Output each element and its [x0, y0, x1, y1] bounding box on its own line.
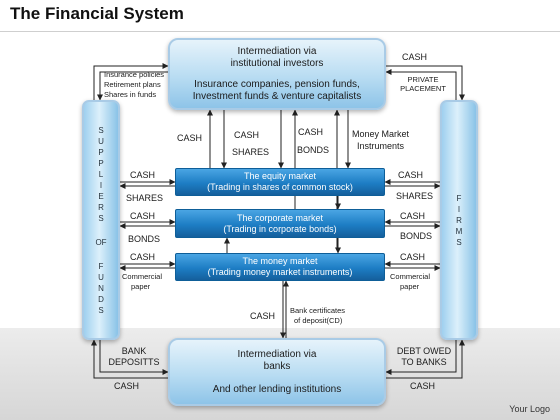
equity-market-detail: (Trading in shares of common stock)	[207, 182, 353, 192]
suppliers-column-letter: U	[98, 136, 104, 146]
bank-deposits-line-1: BANK	[121, 346, 147, 356]
money-market-instruments-label-2: Instruments	[357, 141, 405, 151]
brand-logo-text: Your Logo	[509, 404, 550, 414]
center-shares-label: SHARES	[232, 147, 270, 157]
right-bonds-label-2: BONDS	[400, 231, 433, 241]
debt-owed-line-1: DEBT OWED	[396, 346, 452, 356]
suppliers-column-letter: L	[98, 169, 104, 179]
equity-market-name: The equity market	[243, 171, 317, 181]
bank-certificates-label-2: of deposit(CD)	[294, 316, 343, 325]
arrow-institutions-to-suppliers	[97, 71, 168, 101]
center-cash-label-3: CASH	[298, 127, 324, 137]
left-cash-label-3: CASH	[130, 252, 156, 262]
center-cash-label-2: CASH	[234, 130, 260, 140]
institutional-investors-box: Intermediation via institutional investo…	[168, 38, 386, 110]
arrow-suppliers-deposits-to-banks	[99, 340, 169, 375]
arrow-institutions-cash-to-firms	[386, 65, 465, 101]
institutional-detail-1: Insurance companies, pension funds,	[194, 78, 360, 90]
firms-column-letter: I	[457, 204, 461, 214]
money-market-instruments-label-1: Money Market	[352, 129, 410, 139]
right-cash-label-1: CASH	[398, 170, 424, 180]
banks-title-2: banks	[263, 360, 291, 372]
money-market-bar: The money market (Trading money market i…	[175, 253, 385, 281]
corporate-market-name: The corporate market	[236, 212, 324, 223]
left-shares-label-1: SHARES	[126, 193, 164, 203]
right-cash-label-2: CASH	[400, 211, 426, 221]
firms-column-letter: R	[456, 215, 462, 225]
suppliers-column-letter: OF	[95, 237, 107, 247]
left-cash-label-2: CASH	[130, 211, 156, 221]
banks-detail: And other lending institutions	[212, 383, 342, 395]
debt-owed-label: DEBT OWED TO BANKS	[394, 346, 454, 368]
institutional-title-1: Intermediation via	[237, 45, 317, 57]
firms-column-letter: F	[456, 193, 462, 203]
left-commercial-paper-1: Commercial	[122, 272, 163, 281]
suppliers-column-letter: I	[99, 180, 103, 190]
right-commercial-paper-2: paper	[400, 282, 420, 291]
banks-box: Intermediation via banks And other lendi…	[168, 338, 386, 406]
suppliers-column-letter: S	[98, 305, 104, 315]
suppliers-column-letter: E	[98, 191, 104, 201]
left-commercial-paper-2: paper	[131, 282, 151, 291]
suppliers-column-letter: F	[98, 261, 104, 271]
suppliers-column-letter: P	[98, 158, 104, 168]
suppliers-column-letter: N	[98, 283, 104, 293]
suppliers-column-letter: P	[98, 147, 104, 157]
corporate-market-bar: The corporate market (Trading in corpora…	[175, 209, 385, 238]
left-cash-label-1: CASH	[130, 170, 156, 180]
insurance-policies-label: Insurance policies	[104, 70, 165, 79]
right-cash-label-3: CASH	[400, 252, 426, 262]
banks-title-1: Intermediation via	[237, 348, 317, 360]
shares-in-funds-label: Shares in funds	[104, 90, 157, 99]
private-placement-line-2: PLACEMENT	[400, 84, 446, 93]
suppliers-column-letter: R	[98, 202, 104, 212]
private-placement-label: PRIVATE PLACEMENT	[395, 75, 451, 93]
equity-market-bar: The equity market (Trading in shares of …	[175, 168, 385, 196]
arrow-banks-cash-to-suppliers	[91, 339, 168, 379]
bottom-cash-label: CASH	[250, 311, 276, 321]
arrow-banks-cash-to-firms	[386, 339, 465, 379]
bottom-right-cash-label: CASH	[410, 381, 436, 391]
institutional-title-2: institutional investors	[230, 57, 324, 69]
retirement-plans-label: Retirement plans	[104, 80, 161, 89]
institutional-detail-2: Investment funds & venture capitalists	[192, 90, 362, 102]
arrow-suppliers-to-institutions	[93, 63, 169, 100]
firms-column-letter: S	[456, 237, 462, 247]
bank-deposits-line-2: DEPOSITTS	[108, 357, 160, 367]
money-market-name: The money market	[242, 256, 318, 266]
page-title: The Financial System	[10, 4, 184, 23]
suppliers-column-letter: D	[98, 294, 104, 304]
suppliers-column-letter: S	[98, 125, 104, 135]
bank-deposits-label: BANK DEPOSITTS	[104, 346, 164, 368]
left-bonds-label-2: BONDS	[128, 234, 161, 244]
corporate-market-detail: (Trading in corporate bonds)	[223, 223, 337, 234]
arrow-firms-debt-to-banks	[385, 340, 457, 375]
bottom-left-cash-label: CASH	[114, 381, 140, 391]
suppliers-column-letter: U	[98, 272, 104, 282]
money-market-detail: (Trading money market instruments)	[207, 267, 353, 277]
bank-certificates-label-1: Bank certificates	[290, 306, 346, 315]
center-bonds-label: BONDS	[297, 145, 330, 155]
debt-owed-line-2: TO BANKS	[401, 357, 447, 367]
center-cash-label: CASH	[177, 133, 203, 143]
right-shares-label-1: SHARES	[396, 191, 434, 201]
suppliers-column-letter: S	[98, 213, 104, 223]
title-divider	[0, 31, 560, 32]
firms-column-letter: M	[455, 226, 463, 236]
right-commercial-paper-1: Commercial	[390, 272, 431, 281]
arrow-firms-placement-to-institutions	[385, 69, 457, 100]
private-placement-line-1: PRIVATE	[407, 75, 439, 84]
top-right-cash-label: CASH	[402, 52, 428, 62]
